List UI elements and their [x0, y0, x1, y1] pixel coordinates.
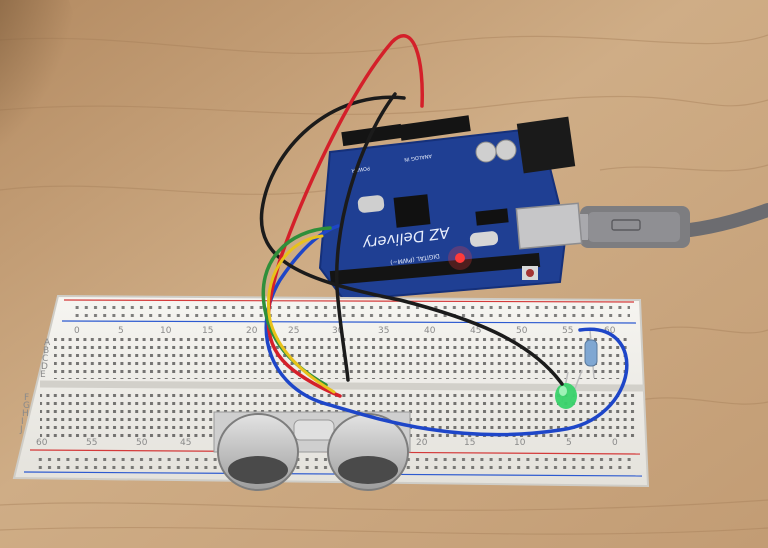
resistor [584, 329, 598, 379]
row-letter: A [44, 338, 51, 348]
column-number: 10 [514, 438, 526, 448]
wire-yellow [267, 234, 336, 394]
row-letter: G [23, 401, 30, 411]
arduino-board: AZ Delivery DIGITAL (PWM~) POWER ANALOG … [318, 115, 583, 302]
column-number: 5 [566, 438, 572, 448]
column-number: 10 [160, 326, 172, 336]
row-letter: J [19, 425, 23, 435]
crystal-2 [469, 231, 499, 247]
top-row-letters: A B C D E [40, 338, 51, 380]
wire-black-2 [334, 92, 397, 382]
column-number: 20 [416, 438, 428, 448]
column-number: 40 [424, 326, 436, 336]
power-label: POWER [350, 165, 370, 174]
column-number: 25 [288, 326, 299, 336]
column-number: 15 [202, 326, 213, 336]
column-number: 55 [86, 438, 97, 448]
column-number: 55 [562, 326, 573, 336]
green-led [555, 369, 583, 409]
column-number: 50 [136, 438, 148, 448]
usb-chip [475, 208, 509, 226]
wood-grain [0, 34, 768, 535]
sensor-crystal [293, 419, 335, 441]
table-shadow [0, 0, 80, 170]
row-letter: H [22, 409, 29, 419]
analog-label: ANALOG IN [404, 152, 433, 162]
microcontroller-chip [393, 194, 431, 228]
wire-black [259, 95, 564, 386]
row-letter: I [21, 417, 24, 427]
ultrasonic-sensor [213, 411, 411, 491]
column-number: 35 [378, 326, 389, 336]
row-letter: C [42, 354, 48, 364]
row-letter: F [24, 393, 29, 403]
header-digital [329, 252, 541, 286]
usb-socket [515, 202, 583, 250]
column-number: 20 [246, 326, 258, 336]
column-number: 0 [612, 438, 618, 448]
column-number: 30 [332, 326, 344, 336]
capacitor [495, 139, 517, 161]
column-number: 45 [180, 438, 191, 448]
row-letter: D [41, 362, 48, 372]
column-number: 50 [516, 326, 528, 336]
jumper-wires [259, 34, 629, 437]
row-letter: B [43, 346, 49, 356]
row-letter: E [40, 370, 46, 380]
column-number: 0 [74, 326, 80, 336]
wire-red [266, 34, 424, 398]
wire-blue [264, 224, 629, 437]
column-number: 60 [36, 438, 48, 448]
column-number: 60 [604, 326, 616, 336]
crystal [357, 195, 385, 213]
bottom-row-letters: F G H I J [19, 393, 30, 435]
top-column-numbers: 0 5 10 15 20 25 30 35 40 45 50 55 60 [74, 326, 616, 336]
capacitor [475, 141, 497, 163]
column-number: 15 [464, 438, 475, 448]
power-led [455, 253, 465, 263]
column-number: 45 [470, 326, 481, 336]
column-number: 5 [118, 326, 124, 336]
header-analog [399, 115, 471, 141]
power-jack [516, 116, 576, 174]
